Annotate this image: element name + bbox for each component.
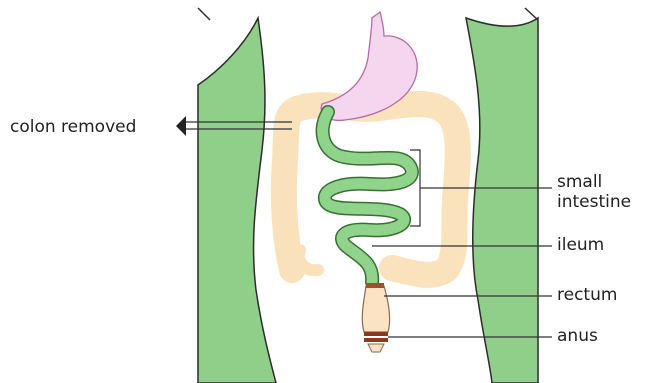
anus-band-1 [364, 332, 388, 336]
rectum-label: rectum [557, 285, 617, 305]
colon-removed-label: colon removed [10, 117, 136, 137]
left-body-wall [198, 18, 276, 383]
anus-band-2 [364, 338, 388, 342]
rectum [362, 286, 389, 332]
ileum-label: ileum [557, 235, 604, 255]
rectum-band [366, 283, 384, 288]
small-intestine-label: small intestine [557, 172, 647, 212]
colon-removed-arrowhead [176, 116, 186, 136]
left-body-wall-corner [198, 8, 210, 20]
anus-label: anus [557, 326, 598, 346]
right-body-wall-corner [525, 8, 538, 20]
right-body-wall [466, 18, 538, 383]
anus-tip [368, 344, 384, 352]
